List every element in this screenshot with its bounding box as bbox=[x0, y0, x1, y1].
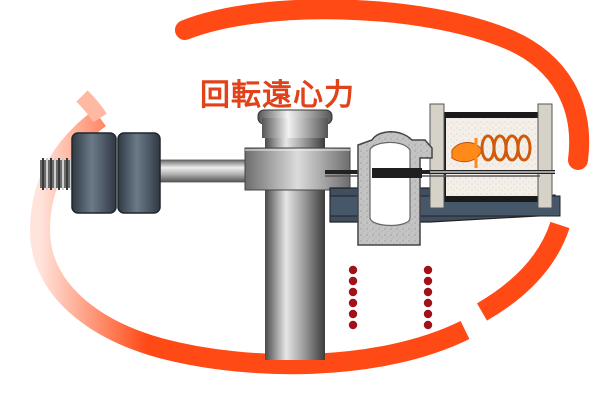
hub-collar bbox=[244, 147, 351, 191]
arc-top bbox=[175, 0, 590, 170]
thread-ridge bbox=[42, 158, 44, 190]
falling-drop bbox=[348, 265, 358, 275]
thread-ridge bbox=[62, 158, 64, 190]
falling-drop bbox=[348, 298, 358, 308]
thread-ridge bbox=[46, 158, 48, 190]
falling-drop bbox=[348, 309, 358, 319]
falling-drop bbox=[423, 309, 433, 319]
falling-drop bbox=[423, 298, 433, 308]
cutaway-cup bbox=[357, 131, 433, 246]
falling-drop bbox=[348, 320, 358, 330]
falling-drop bbox=[348, 287, 358, 297]
thread-ridge bbox=[54, 158, 56, 190]
falling-drop bbox=[423, 320, 433, 330]
bolt-threads bbox=[42, 158, 72, 190]
thread-ridge bbox=[70, 158, 72, 190]
counterweights bbox=[71, 132, 161, 214]
threaded-bolt bbox=[40, 158, 75, 190]
falling-drop bbox=[423, 265, 433, 275]
thread-ridge bbox=[66, 158, 68, 190]
drop-column-right bbox=[423, 265, 433, 330]
column-cap bbox=[257, 109, 333, 138]
counterweight-left bbox=[71, 132, 117, 214]
chamber-right-cap bbox=[537, 103, 553, 209]
burner bbox=[451, 134, 532, 168]
thread-ridge bbox=[58, 158, 60, 190]
drop-column-left bbox=[348, 265, 358, 330]
falling-drop bbox=[423, 276, 433, 286]
horizontal-shaft bbox=[154, 159, 256, 183]
falling-drop bbox=[423, 287, 433, 297]
falling-drop bbox=[348, 276, 358, 286]
arc-left-fade bbox=[76, 90, 107, 123]
diagram-title: 回転遠心力 bbox=[200, 78, 355, 113]
thread-ridge bbox=[50, 158, 52, 190]
cylinder-chamber bbox=[429, 103, 553, 209]
arc-right bbox=[476, 221, 570, 321]
counterweight-right bbox=[117, 132, 161, 214]
